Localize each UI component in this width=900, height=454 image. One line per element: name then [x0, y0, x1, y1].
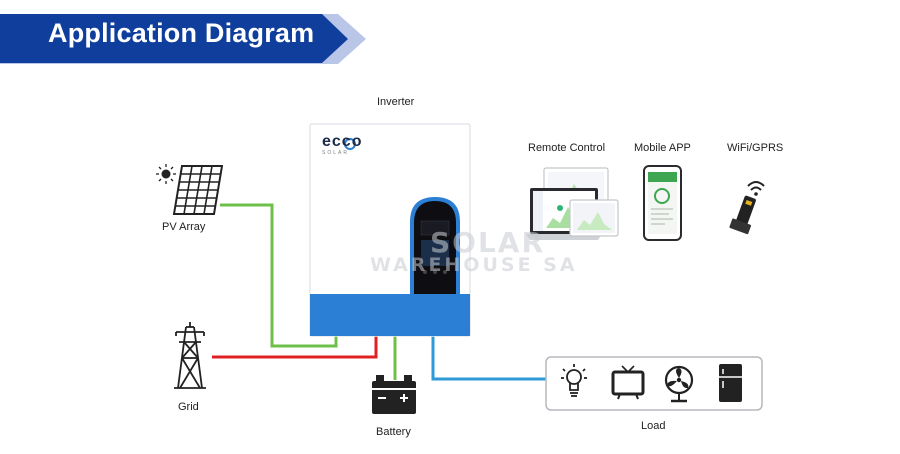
- mobile-phone-icon: [643, 165, 682, 241]
- pv-array-label: PV Array: [162, 221, 206, 233]
- brand-name: ECCO: [322, 133, 363, 150]
- grid-wire: [212, 334, 378, 359]
- grid-label: Grid: [178, 401, 199, 413]
- wifi-dongle-icon: [729, 181, 765, 235]
- load-label: Load: [641, 420, 666, 432]
- load-box: [545, 356, 763, 411]
- inverter-brand-logo: ECCO SOLAR: [322, 133, 363, 157]
- mobile-app-label: Mobile APP: [634, 142, 691, 154]
- battery-icon: [372, 375, 416, 414]
- tv-icon: [611, 365, 645, 400]
- wifi-gprs-label: WiFi/GPRS: [727, 142, 784, 154]
- refrigerator-icon: [719, 364, 742, 402]
- remote-control-label: Remote Control: [528, 142, 606, 154]
- grid-tower-icon: [174, 322, 206, 389]
- brand-subtitle: SOLAR: [322, 150, 349, 156]
- title-banner: [0, 14, 348, 63]
- inverter-unit: [309, 123, 471, 337]
- light-bulb-icon: [561, 364, 587, 397]
- watermark-line-2: WAREHOUSE SA: [370, 254, 578, 276]
- remote-control-devices-icon: [526, 167, 619, 240]
- page-title: Application Diagram: [48, 18, 315, 48]
- pv-wire: [220, 203, 338, 348]
- inverter-label: Inverter: [377, 96, 415, 108]
- load-wire: [431, 334, 546, 381]
- watermark-line-1: SOLAR: [430, 226, 546, 259]
- battery-label: Battery: [376, 426, 411, 438]
- solar-panel-icon: [156, 164, 224, 215]
- fan-icon: [664, 365, 694, 403]
